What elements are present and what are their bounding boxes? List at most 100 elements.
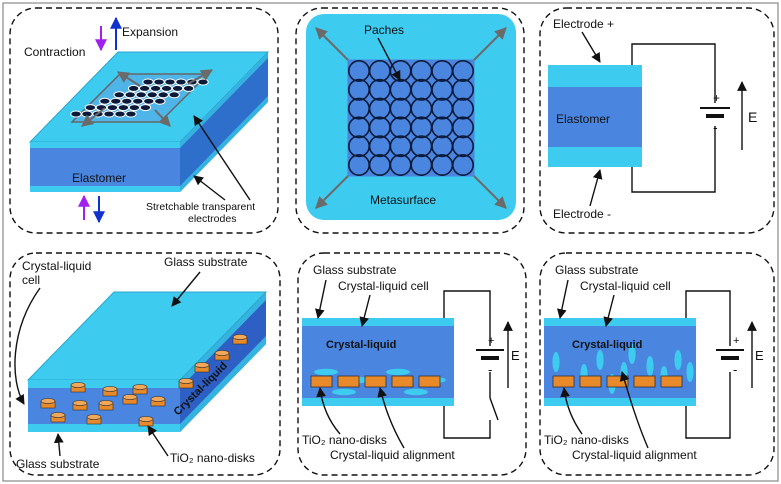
bottom-electrode bbox=[548, 147, 642, 167]
nanodisk-top bbox=[132, 384, 148, 390]
nanodisk bbox=[138, 84, 151, 92]
stretch-arrow bbox=[315, 175, 349, 209]
nanodisk bbox=[135, 91, 147, 99]
nanodisk-array bbox=[40, 334, 248, 427]
elastomer-side-face bbox=[180, 52, 268, 192]
field-label: E bbox=[511, 348, 520, 363]
nanodisks-label: TiO₂ nano-disks bbox=[302, 433, 387, 447]
patch bbox=[451, 97, 474, 120]
cell-pointer bbox=[14, 287, 41, 405]
glass-label: Glass substrate bbox=[313, 263, 397, 277]
nanodisk-top bbox=[70, 382, 86, 388]
circuit-wire-bottom bbox=[631, 126, 716, 193]
battery-minus: - bbox=[733, 362, 737, 377]
nanodisk bbox=[106, 104, 119, 112]
panel-border bbox=[295, 7, 525, 234]
electrode-minus-pointer bbox=[589, 169, 603, 207]
panel-border bbox=[539, 252, 775, 476]
lc-label: Crystal-liquid bbox=[572, 339, 642, 351]
patches-label: Paches bbox=[364, 23, 404, 37]
stretch-arrow bbox=[315, 27, 349, 61]
top-electrode bbox=[548, 65, 642, 87]
nanodisk bbox=[164, 78, 176, 86]
field-label: E bbox=[755, 348, 764, 363]
electrodes-label-line1: Stretchable transparent bbox=[146, 201, 255, 213]
nanodisk bbox=[182, 84, 195, 92]
lc-molecule bbox=[386, 368, 410, 376]
nanodisk bbox=[197, 78, 209, 86]
patch bbox=[451, 116, 474, 139]
nanodisk bbox=[337, 375, 360, 388]
glass-bottom-pointer bbox=[53, 433, 64, 457]
metasurface-label: Metasurface bbox=[370, 193, 436, 207]
nanodisk bbox=[124, 91, 136, 99]
glass-top-pointer bbox=[171, 271, 201, 307]
nanodisk-top bbox=[150, 396, 166, 402]
nanodisk bbox=[117, 104, 130, 112]
nanodisks-label: TiO₂ nano-disks bbox=[544, 433, 629, 447]
patch bbox=[451, 135, 474, 158]
glass-pointer bbox=[315, 279, 327, 319]
nanodisk bbox=[143, 97, 155, 105]
nanodisk bbox=[146, 91, 158, 99]
nanodisk bbox=[364, 375, 387, 388]
bottom-glass-front bbox=[28, 424, 180, 432]
nanodisk-array bbox=[70, 78, 209, 118]
contraction-label: Contraction bbox=[24, 45, 85, 59]
nanodisk bbox=[660, 375, 683, 388]
cell-label: Crystal-liquid cell bbox=[580, 279, 671, 293]
nanodisk bbox=[139, 104, 152, 112]
top-electrode-front bbox=[30, 142, 180, 148]
nanodisk bbox=[110, 97, 122, 105]
elastomer-layer bbox=[548, 87, 642, 147]
stretch-arrow bbox=[116, 71, 141, 87]
glass-top-label: Glass substrate bbox=[164, 255, 248, 269]
glass-pointer bbox=[557, 279, 569, 319]
nanodisk bbox=[171, 84, 184, 92]
bottom-glass-side bbox=[180, 336, 266, 432]
nanodisk-top bbox=[98, 400, 114, 406]
patches-pointer bbox=[377, 37, 401, 81]
nanodisk-top bbox=[50, 412, 66, 418]
nanodisk bbox=[103, 110, 115, 118]
alignment-label: Crystal-liquid alignment bbox=[572, 448, 697, 462]
electrode-plus-label: Electrode + bbox=[553, 17, 614, 31]
nanodisk-top bbox=[72, 400, 88, 406]
elastomer-label: Elastomer bbox=[72, 171, 126, 185]
battery-plus: + bbox=[713, 91, 720, 105]
nanodisk bbox=[310, 375, 333, 388]
nanodisk bbox=[552, 375, 575, 388]
nanodisks-pointer bbox=[560, 387, 583, 435]
lc-molecule bbox=[646, 356, 654, 376]
alignment-label: Crystal-liquid alignment bbox=[330, 448, 455, 462]
alignment-pointer bbox=[377, 387, 405, 449]
nanodisk bbox=[633, 375, 656, 388]
patch bbox=[451, 78, 474, 101]
elastomer-label: Elastomer bbox=[556, 112, 610, 126]
lc-molecule bbox=[686, 362, 694, 382]
lc-molecule bbox=[314, 368, 338, 376]
lc-molecule bbox=[404, 388, 428, 396]
nanodisk-top bbox=[86, 414, 102, 420]
panel-border bbox=[539, 7, 775, 234]
panel-lc-cross-section-on: Crystal-liquid Glass substrate Crystal-l… bbox=[539, 252, 775, 476]
cell-side-face bbox=[180, 292, 266, 432]
elastomer-front-face bbox=[30, 142, 180, 192]
cell-pointer bbox=[603, 294, 615, 327]
electrodes-label-line2: electrodes bbox=[188, 213, 236, 225]
panel-elastomer-3d: Expansion Contraction Elastomer Stretcha… bbox=[9, 7, 279, 234]
nanodisk-top bbox=[40, 398, 56, 404]
nanodisk bbox=[149, 84, 162, 92]
nanodisk bbox=[175, 78, 187, 86]
nanodisk-top bbox=[122, 394, 138, 400]
bottom-glass bbox=[302, 398, 454, 406]
nanodisk bbox=[391, 375, 414, 388]
nanodisk bbox=[81, 110, 93, 118]
top-glass-front bbox=[28, 380, 180, 388]
battery-plus: + bbox=[488, 335, 494, 347]
circuit-wire-top bbox=[443, 290, 491, 346]
nanodisk bbox=[418, 375, 441, 388]
stretch-arrow bbox=[473, 27, 507, 61]
